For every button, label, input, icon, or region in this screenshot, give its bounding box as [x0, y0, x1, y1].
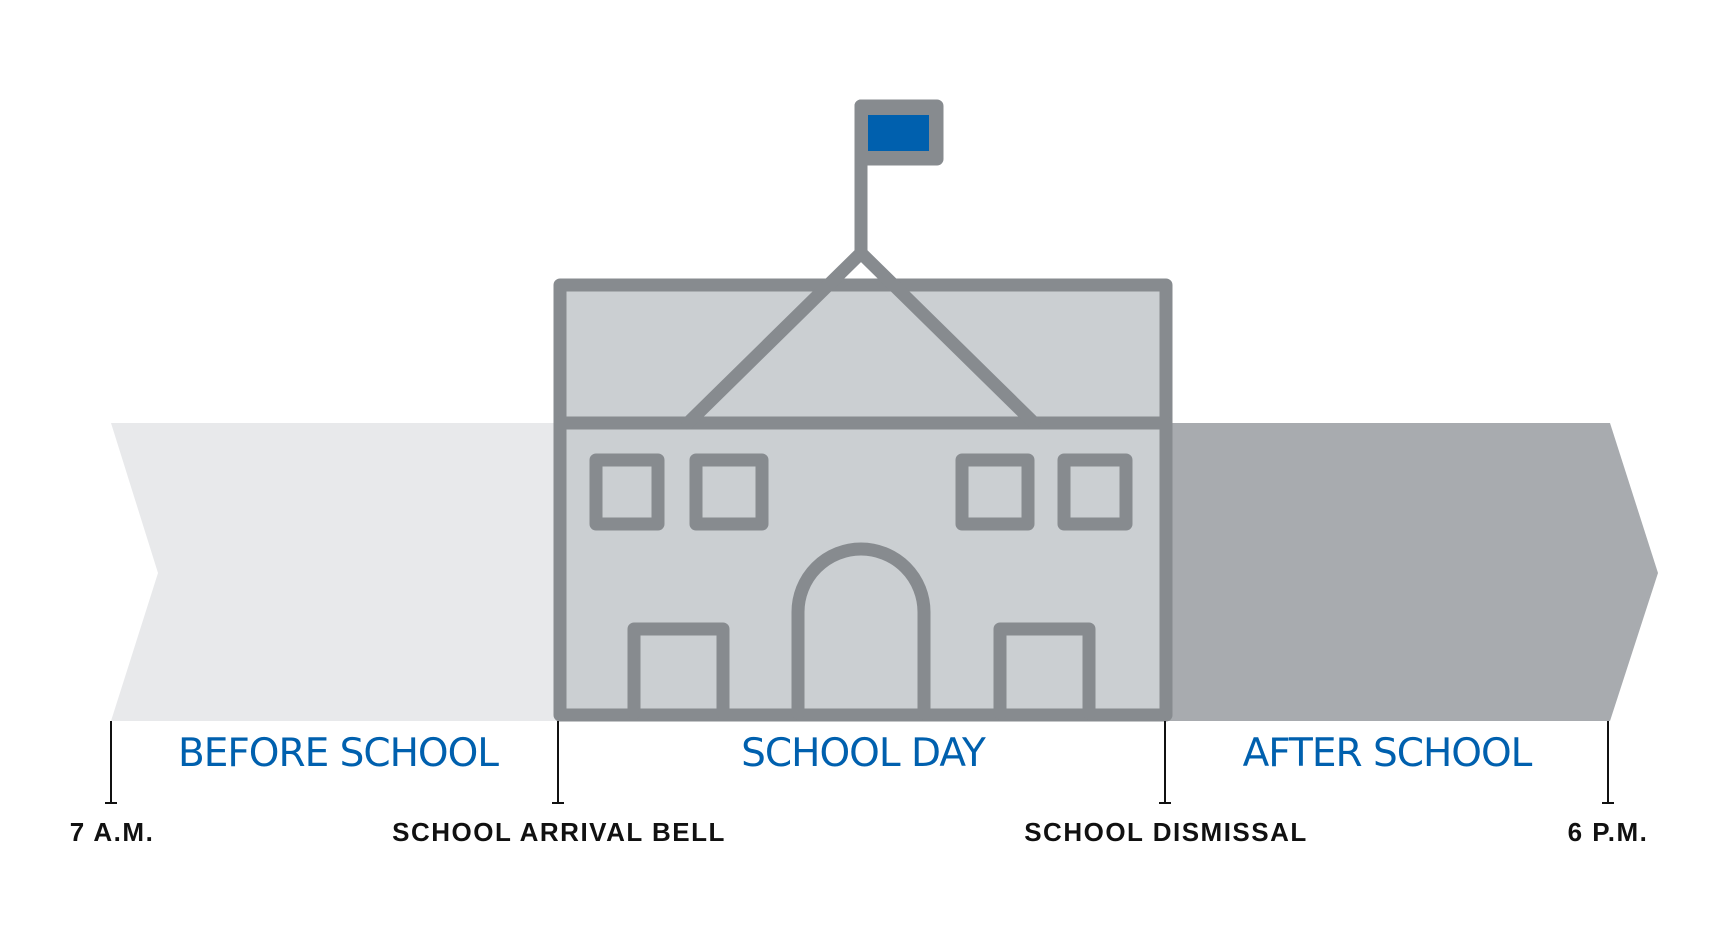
- tick-start: [105, 721, 117, 804]
- tick-dismissal: [1159, 721, 1171, 804]
- marker-label-end: 6 P.M.: [1568, 817, 1649, 847]
- marker-label-start: 7 A.M.: [70, 817, 155, 847]
- window-lower-left: [627, 622, 730, 720]
- window-4: [1057, 453, 1133, 531]
- after-school-band: [1166, 423, 1658, 721]
- phase-label-school-day: SCHOOL DAY: [741, 731, 986, 776]
- arched-door: [791, 542, 931, 720]
- tick-end: [1602, 721, 1614, 804]
- window-1: [589, 453, 665, 531]
- school-building-icon: [553, 99, 1173, 722]
- marker-label-dismissal: SCHOOL DISMISSAL: [1024, 817, 1308, 847]
- flag-field: [868, 115, 929, 151]
- window-lower-right: [993, 622, 1096, 720]
- phase-label-after: AFTER SCHOOL: [1243, 731, 1533, 776]
- flag-icon: [854, 99, 944, 166]
- marker-label-arrival: SCHOOL ARRIVAL BELL: [392, 817, 726, 847]
- phase-labels: BEFORE SCHOOL SCHOOL DAY AFTER SCHOOL: [178, 731, 1534, 776]
- timeline-ticks: [105, 721, 1614, 804]
- phase-label-before: BEFORE SCHOOL: [178, 731, 499, 776]
- window-2: [689, 453, 769, 531]
- tick-arrival: [552, 721, 564, 804]
- before-school-band: [111, 423, 560, 721]
- timeline-bands: [111, 423, 1658, 721]
- marker-labels: 7 A.M. SCHOOL ARRIVAL BELL SCHOOL DISMIS…: [70, 817, 1649, 847]
- window-3: [955, 453, 1035, 531]
